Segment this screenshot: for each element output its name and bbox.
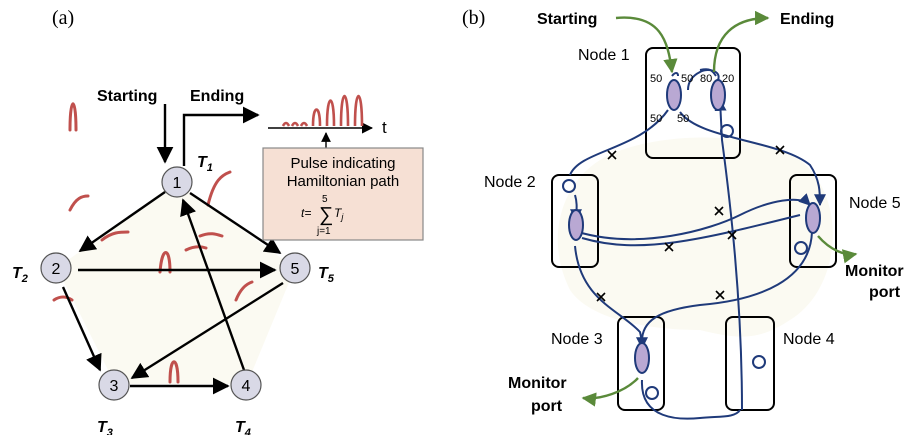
svg-text:20: 20	[722, 73, 734, 85]
coupler-node1-right	[710, 79, 726, 111]
node-5: 5 T5	[279, 252, 335, 285]
starting-label-a: Starting	[97, 88, 157, 105]
coupler-node3	[634, 342, 650, 374]
node-1-box	[645, 47, 741, 159]
svg-text:Monitor: Monitor	[508, 375, 567, 392]
box-line-1: Pulse indicating	[290, 155, 395, 172]
panel-b: (b)	[462, 7, 904, 420]
panel-b-label: (b)	[462, 7, 485, 29]
node-3: 3 T3	[97, 369, 130, 435]
svg-text:4: 4	[242, 378, 251, 395]
coupler-node5	[805, 202, 821, 234]
fiber-paths	[569, 68, 826, 420]
node-2-box	[551, 174, 599, 268]
graph-edges	[61, 104, 284, 395]
svg-text:5: 5	[291, 261, 300, 278]
crossing-marks	[596, 145, 785, 302]
node-5-box	[789, 174, 837, 268]
t-axis-label: t	[382, 118, 387, 137]
node-1-label: Node 1	[578, 47, 630, 64]
svg-text:Monitor: Monitor	[845, 263, 904, 280]
svg-text:T1: T1	[197, 154, 213, 174]
svg-text:50: 50	[650, 73, 662, 85]
node-3-box	[617, 316, 665, 411]
formula-bottom: j=1	[316, 226, 331, 237]
svg-text:80: 80	[700, 73, 712, 85]
svg-text:T4: T4	[235, 419, 251, 435]
svg-text:2: 2	[52, 261, 61, 278]
split-ratios: 50 50 50 80 20 50	[650, 73, 734, 125]
monitor-port-right: Monitor port	[845, 263, 904, 301]
hamiltonian-box: Pulse indicating Hamiltonian path t= ∑ 5…	[262, 147, 424, 241]
ending-label-b: Ending	[780, 11, 834, 28]
starting-label-b: Starting	[537, 11, 597, 28]
node-5-label: Node 5	[849, 195, 901, 212]
formula-term: Tj	[334, 206, 344, 222]
coupler-node1-left	[666, 79, 682, 111]
node-2: 2 T2	[12, 252, 72, 285]
monitor-port-left: Monitor port	[508, 375, 567, 415]
node-4-box	[725, 316, 775, 411]
svg-text:T5: T5	[318, 265, 335, 285]
pulse-train: t	[268, 94, 387, 148]
node-1: 1 T1	[161, 154, 213, 198]
formula-sum: ∑	[319, 204, 333, 226]
fiber-loops	[562, 124, 808, 400]
svg-text:port: port	[869, 284, 901, 301]
couplers	[568, 79, 821, 374]
node-4: 4 T4	[230, 369, 262, 435]
node-2-label: Node 2	[484, 174, 536, 191]
svg-text:port: port	[531, 398, 563, 415]
panel-a: (a) Starting End	[12, 7, 424, 435]
box-line-2: Hamiltonian path	[287, 173, 400, 190]
svg-text:T2: T2	[12, 265, 28, 285]
svg-text:3: 3	[110, 378, 119, 395]
svg-text:50: 50	[650, 113, 662, 125]
svg-text:50: 50	[681, 73, 693, 85]
formula-t: t=	[301, 206, 311, 220]
pulse-marks	[52, 102, 254, 384]
node-3-label: Node 3	[551, 331, 603, 348]
svg-text:50: 50	[677, 113, 689, 125]
formula-top: 5	[322, 194, 328, 205]
ending-label-a: Ending	[190, 88, 244, 105]
green-arrows	[581, 10, 858, 407]
node-boxes	[551, 47, 837, 411]
panel-a-label: (a)	[52, 7, 74, 29]
svg-text:T3: T3	[97, 419, 113, 435]
graph-nodes: 1 T1 2 T2 3 T3 4 T4 5 T5	[12, 154, 335, 435]
coupler-node2	[568, 209, 584, 241]
svg-text:1: 1	[173, 175, 182, 192]
network-background	[557, 137, 833, 337]
node-4-label: Node 4	[783, 331, 835, 348]
